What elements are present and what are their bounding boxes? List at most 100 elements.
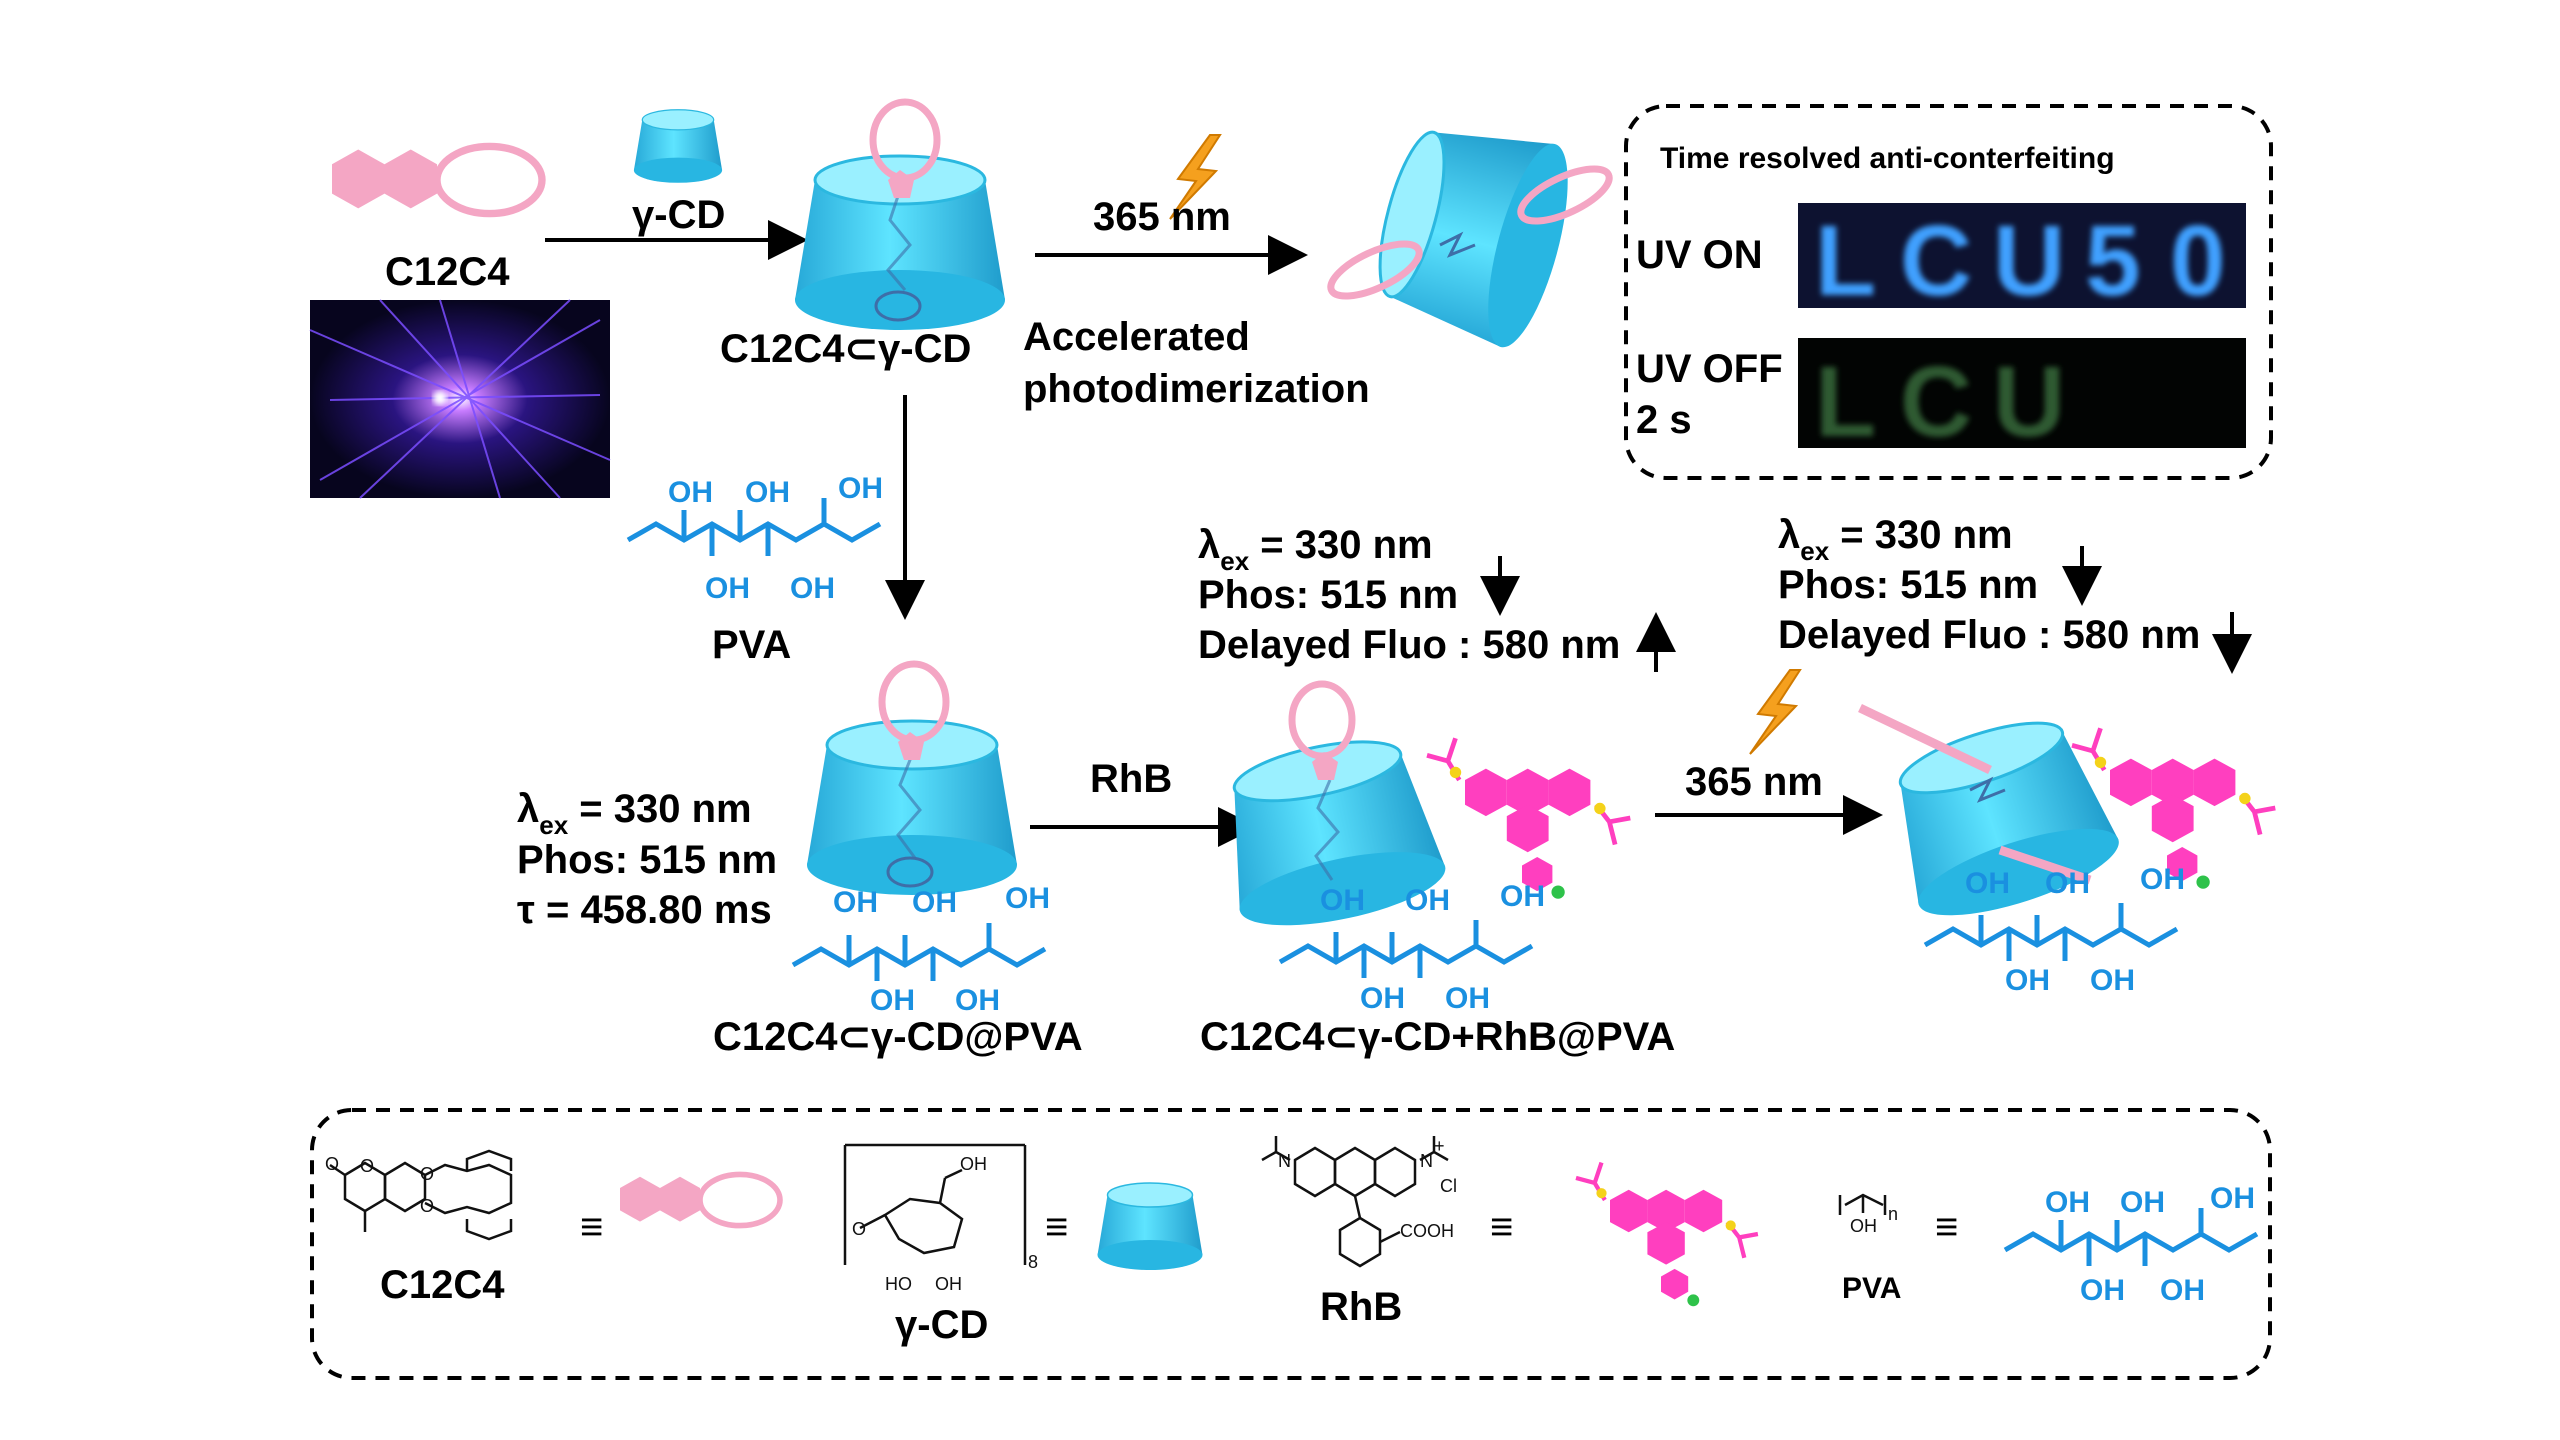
oh-label: OH — [705, 572, 750, 605]
oh-label: OH — [2045, 867, 2090, 900]
uv-on-letter: 0 — [2170, 205, 2226, 317]
lambda-mid: λex = 330 nm — [1198, 523, 1433, 576]
oh-label: OH — [1405, 884, 1450, 917]
chem-o: O — [420, 1164, 434, 1184]
oh-label: OH — [2120, 1186, 2165, 1219]
delayed-right: Delayed Fluo : 580 nm — [1778, 613, 2200, 657]
tau-left: τ = 458.80 ms — [517, 888, 772, 932]
phos-left: Phos: 515 nm — [517, 838, 777, 882]
chem-o: O — [420, 1196, 434, 1216]
legend-gamma-cd-label: γ-CD — [895, 1303, 988, 1347]
uv-on-letter: U — [1993, 205, 2065, 317]
uv-off-label: UV OFF — [1636, 347, 1783, 391]
lambda-left: λex = 330 nm — [517, 787, 752, 840]
chem-n: N — [1278, 1151, 1291, 1171]
equiv-symbol: ≡ — [1490, 1205, 1513, 1249]
chem-o: O — [325, 1154, 339, 1174]
legend-guest-icon — [620, 1174, 780, 1225]
lambda-right: λex = 330 nm — [1778, 513, 2013, 566]
pva-label: PVA — [712, 623, 791, 667]
lambda-value: = 330 nm — [1249, 523, 1432, 567]
c12c4-guest-icon — [332, 146, 542, 213]
props-left: λex = 330 nm Phos: 515 nm τ = 458.80 ms — [517, 787, 777, 932]
anticounterfeit-panel: Time resolved anti-conterfeiting UV ON U… — [1624, 104, 2273, 480]
chem-oh: OH — [935, 1274, 962, 1294]
oh-label: OH — [1360, 982, 1405, 1015]
lightning-icon-bottom — [1749, 669, 1801, 755]
chem-repeat: 8 — [1028, 1252, 1038, 1272]
lambda-subscript: ex — [1800, 536, 1829, 566]
legend-pva-label: PVA — [1842, 1272, 1901, 1305]
legend-dye-icon — [1576, 1163, 1758, 1307]
uv-off-letter: C — [1900, 346, 1972, 458]
gamma-cd-structure — [843, 1143, 1027, 1265]
gamma-cd-icon — [633, 109, 723, 184]
uv-on-letter: L — [1815, 205, 1876, 317]
oh-label: OH — [912, 886, 957, 919]
legend-pva-chain-icon: OH OH OH OH OH — [2005, 1182, 2257, 1307]
complex-label: C12C4⊂γ-CD — [720, 327, 971, 371]
uv-off-time-label: 2 s — [1636, 398, 1692, 442]
oh-label: OH — [668, 476, 713, 509]
uv-on-label: UV ON — [1636, 233, 1763, 277]
uv-on-letter: C — [1900, 205, 1972, 317]
photodimer-complex-icon — [1327, 105, 1613, 357]
legend-panel: O O O O C12C4 ≡ OH O HO OH 8 γ-CD ≡ — [310, 1108, 2272, 1380]
lambda-symbol: λ — [517, 787, 539, 831]
host-guest-complex-icon — [793, 98, 1007, 332]
uv-on-photo — [1798, 203, 2246, 308]
accelerated-label: Accelerated — [1023, 315, 1250, 359]
chem-plus: + — [1434, 1136, 1445, 1156]
oh-label: OH — [790, 572, 835, 605]
oh-label: OH — [870, 984, 915, 1017]
props-mid: λex = 330 nm Phos: 515 nm Delayed Fluo :… — [1198, 523, 1676, 672]
oh-label: OH — [2210, 1182, 2255, 1215]
chem-nplus: N — [1420, 1151, 1433, 1171]
oh-label: OH — [1965, 867, 2010, 900]
legend-cd-icon — [1096, 1182, 1204, 1271]
lambda-symbol: λ — [1778, 513, 1800, 557]
lambda-value: = 330 nm — [1829, 513, 2012, 557]
delayed-mid: Delayed Fluo : 580 nm — [1198, 623, 1620, 667]
legend-rhb-label: RhB — [1320, 1285, 1402, 1329]
oh-label: OH — [1320, 884, 1365, 917]
pva-chain-icon: OH OH OH OH OH — [793, 882, 1050, 1017]
photodimer-rhb-pva-icon — [1858, 701, 2275, 935]
photodimerization-label: photodimerization — [1023, 367, 1370, 411]
chem-o: O — [852, 1219, 866, 1239]
c12c4-label: C12C4 — [385, 250, 510, 294]
complex-rhb-pva-icon — [1208, 680, 1630, 942]
oh-label: OH — [2140, 863, 2185, 896]
oh-label: OH — [1445, 982, 1490, 1015]
phos-mid: Phos: 515 nm — [1198, 573, 1458, 617]
rhb-arrow-label: RhB — [1090, 757, 1172, 801]
uv-off-photo — [1798, 338, 2246, 448]
phos-right: Phos: 515 nm — [1778, 563, 2038, 607]
uv-off-letter: U — [1993, 346, 2065, 458]
lambda-subscript: ex — [1220, 546, 1249, 576]
oh-label: OH — [2160, 1274, 2205, 1307]
equiv-symbol: ≡ — [580, 1205, 603, 1249]
chem-o: O — [360, 1156, 374, 1176]
equiv-symbol: ≡ — [1045, 1205, 1068, 1249]
oh-label: OH — [1005, 882, 1050, 915]
props-right: λex = 330 nm Phos: 515 nm Delayed Fluo :… — [1778, 513, 2252, 674]
equiv-symbol: ≡ — [1935, 1205, 1958, 1249]
oh-label: OH — [838, 472, 883, 505]
pva-chain-icon: OH OH OH OH OH — [1925, 863, 2185, 997]
anticounterfeit-title: Time resolved anti-conterfeiting — [1660, 142, 2115, 175]
chem-oh: OH — [1850, 1216, 1877, 1236]
chem-cooh: COOH — [1400, 1221, 1454, 1241]
c12c4-structure — [329, 1149, 513, 1241]
chem-ho: HO — [885, 1274, 912, 1294]
chem-oh: OH — [960, 1154, 987, 1174]
oh-label: OH — [745, 476, 790, 509]
complex-rhb-pva-label: C12C4⊂γ-CD+RhB@PVA — [1200, 1015, 1675, 1059]
wavelength-bottom-label: 365 nm — [1685, 760, 1823, 804]
oh-label: OH — [2045, 1186, 2090, 1219]
uv-on-letter: 5 — [2085, 205, 2141, 317]
laser-photo — [309, 299, 611, 499]
wavelength-top-label: 365 nm — [1093, 195, 1231, 239]
oh-label: OH — [2005, 964, 2050, 997]
